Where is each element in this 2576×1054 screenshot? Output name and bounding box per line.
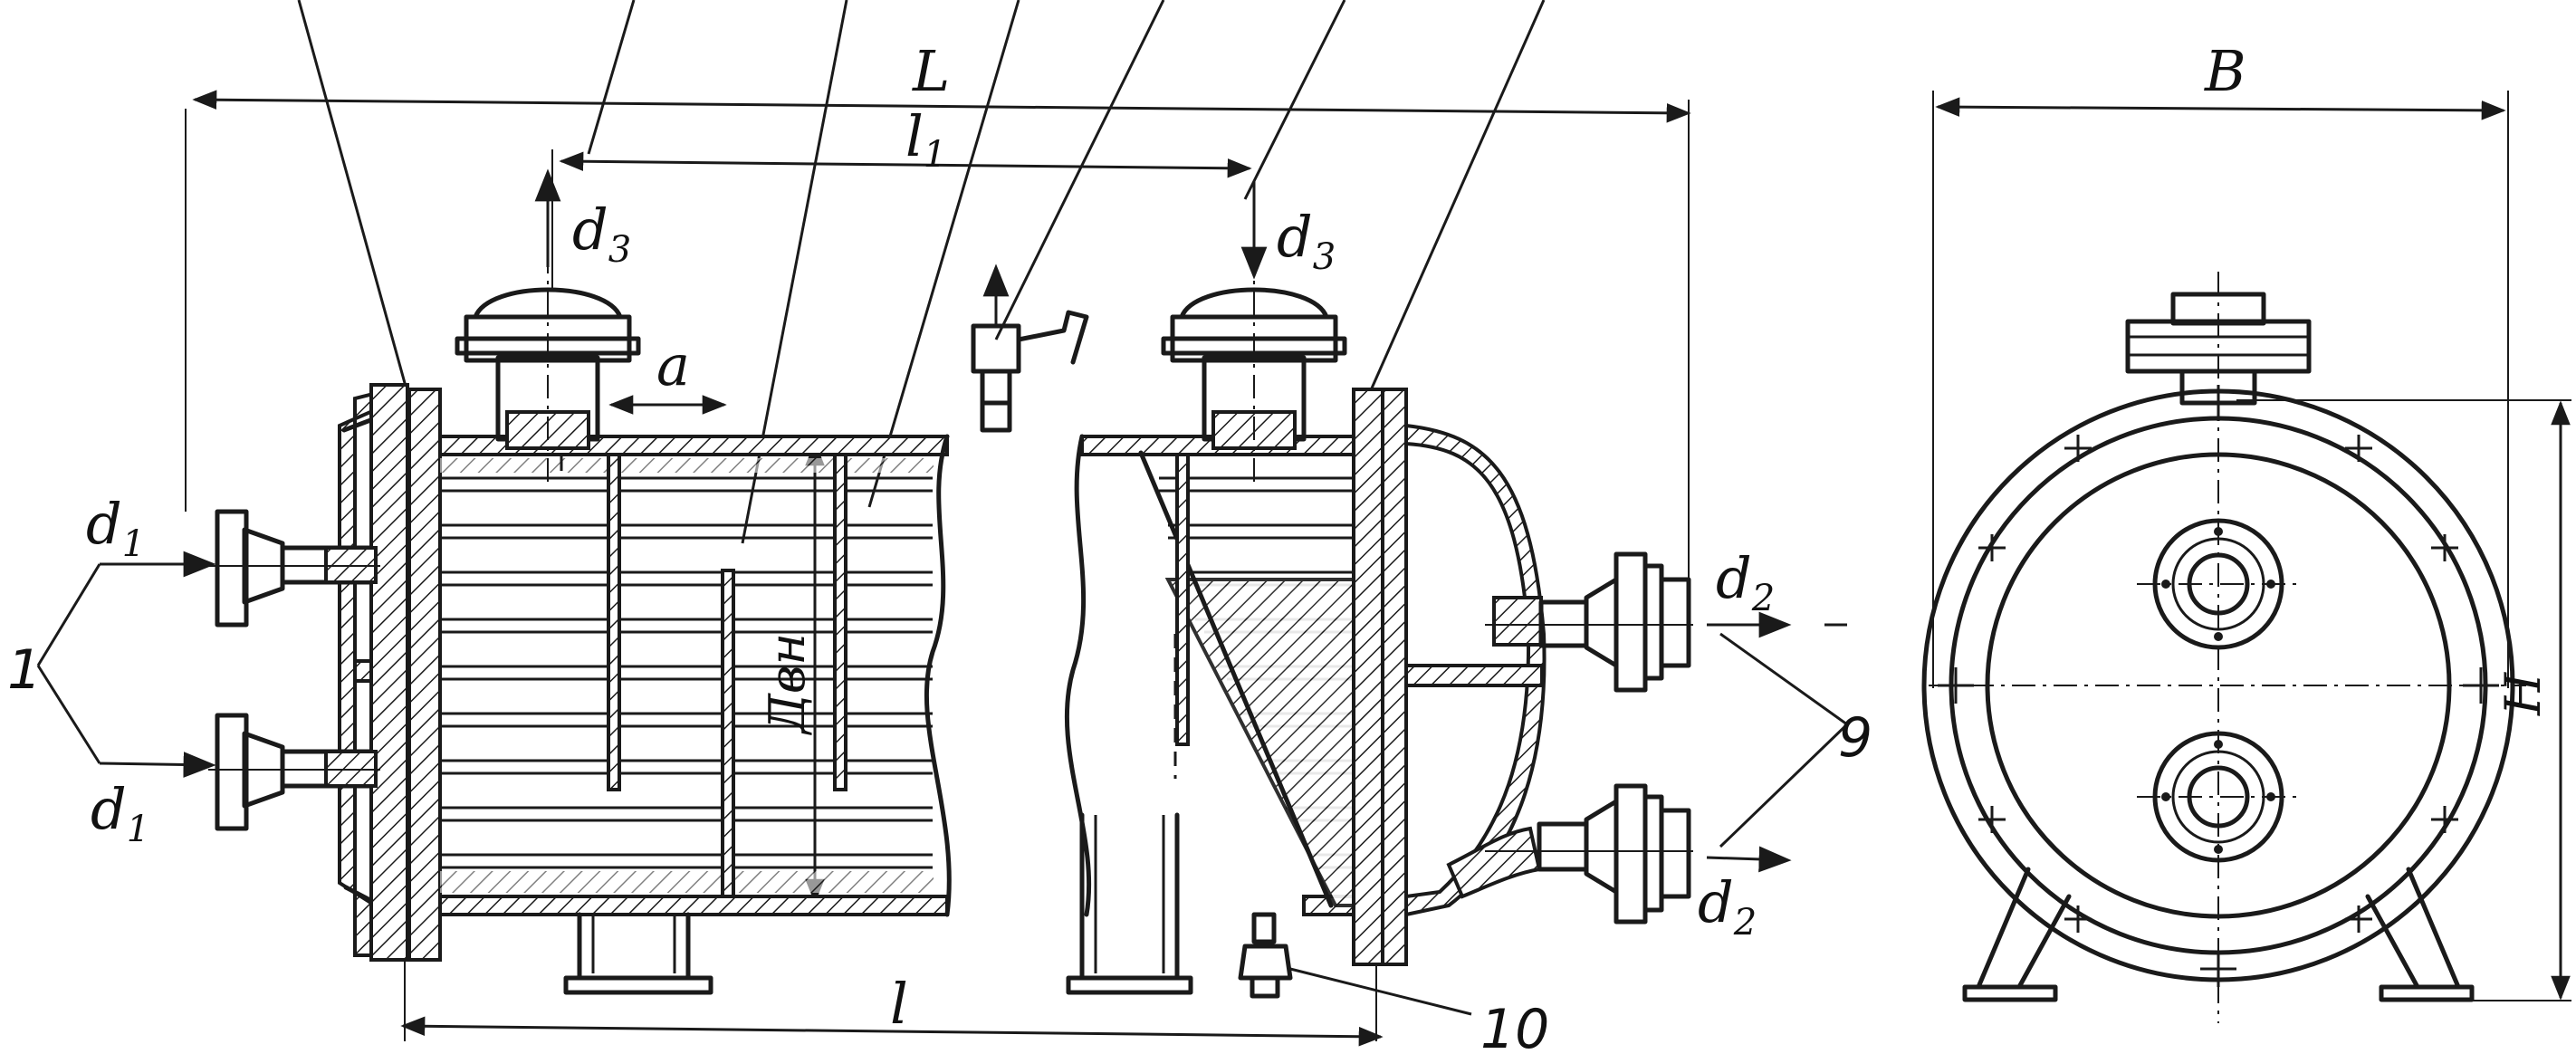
left-tube-sheet <box>407 388 442 962</box>
callout-9: 9 <box>1838 706 1872 770</box>
label-a: a <box>656 332 690 398</box>
end-view <box>1921 272 2526 1023</box>
baffle-4 <box>1175 453 1190 746</box>
label-l1: l1 <box>905 103 946 176</box>
head-partition <box>1404 664 1544 687</box>
dimension-lines <box>185 0 2571 1047</box>
label-B: B <box>2204 38 2246 104</box>
end-nozzle-upper <box>2137 518 2300 650</box>
baffle-2 <box>721 569 735 898</box>
baffle-1 <box>607 453 621 791</box>
nozzle-left-upper <box>100 509 380 628</box>
end-nozzle-lower <box>2137 731 2300 863</box>
shell-bottom-wall <box>438 895 949 916</box>
label-d2-upper: d2 <box>1716 545 1775 619</box>
break-line-right <box>1064 434 1092 917</box>
support-right <box>1066 812 1193 995</box>
label-L: L <box>912 38 950 104</box>
right-head <box>1404 423 1547 917</box>
right-flange <box>1381 388 1408 966</box>
label-d1-upper: d1 <box>86 491 145 565</box>
nozzle-right-upper <box>1485 551 1693 693</box>
left-flange <box>369 383 409 962</box>
right-tube-sheet <box>1352 388 1384 966</box>
label-l: l <box>890 971 908 1037</box>
bolt-marks <box>1938 385 2499 987</box>
nozzle-top-right <box>1161 181 1347 489</box>
baffle-3 <box>833 453 847 791</box>
label-d3-right: d3 <box>1277 204 1336 278</box>
nozzle-left-lower <box>99 713 380 831</box>
label-H: H <box>2495 672 2552 716</box>
air-vent-valve <box>971 264 1089 433</box>
label-D-vn: Двн <box>759 633 816 735</box>
label-d3-left: d3 <box>572 196 631 271</box>
label-d1-lower: d1 <box>91 776 149 850</box>
nozzle-top-left <box>455 168 641 489</box>
section-view <box>36 168 1849 1016</box>
callout-1: 1 <box>7 638 42 702</box>
drain-valve <box>1238 912 1472 1016</box>
support-left <box>563 912 713 995</box>
tube-bundle-left <box>440 476 933 869</box>
label-d2-lower: d2 <box>1698 869 1757 944</box>
labels: L l1 l B H a Двн d1 d1 d2 d2 d3 d3 1 9 1… <box>7 38 2552 1054</box>
nozzle-right-lower <box>1446 783 1693 925</box>
break-line-left <box>924 434 952 917</box>
callout-10: 10 <box>1480 998 1549 1054</box>
